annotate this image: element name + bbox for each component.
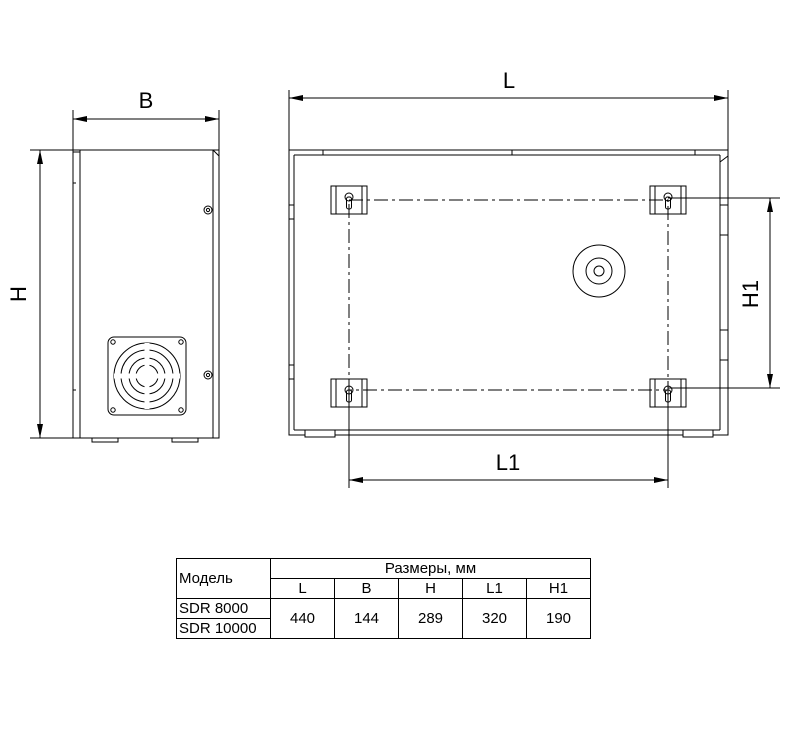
column-header-l: L	[270, 578, 335, 599]
back-foot-right	[682, 429, 714, 438]
column-header-h1: H1	[526, 578, 591, 599]
side-view	[72, 149, 220, 443]
technical-drawing: B H	[6, 68, 780, 488]
back-foot-left	[304, 429, 336, 438]
model-sdr-8000: SDR 8000	[176, 598, 271, 619]
side-foot-left	[91, 437, 119, 443]
value-b: 144	[334, 598, 399, 639]
label-b: B	[139, 88, 154, 113]
value-l: 440	[270, 598, 335, 639]
column-header-h: H	[398, 578, 463, 599]
value-h1: 190	[526, 598, 591, 639]
dimensions-group-header: Размеры, мм	[270, 558, 591, 579]
screw-icon	[203, 370, 213, 380]
keyhole-bracket-icon	[330, 378, 368, 408]
label-l1: L1	[496, 450, 520, 475]
model-sdr-10000: SDR 10000	[176, 618, 271, 639]
dimension-l1	[348, 390, 669, 488]
label-l: L	[503, 68, 515, 93]
dimension-l	[288, 90, 729, 150]
side-foot-right	[171, 437, 199, 443]
column-header-l1: L1	[462, 578, 527, 599]
dimension-b	[72, 110, 220, 150]
label-h: H	[6, 286, 31, 302]
dimension-h	[30, 149, 80, 439]
fan-grille-icon	[107, 336, 187, 416]
value-l1: 320	[462, 598, 527, 639]
model-header: Модель	[176, 558, 271, 599]
dimension-h1	[668, 197, 780, 389]
keyhole-bracket-icon	[330, 185, 368, 215]
label-h1: H1	[738, 280, 763, 308]
value-h: 289	[398, 598, 463, 639]
back-view	[288, 149, 729, 438]
cable-gland-icon	[572, 244, 626, 298]
column-header-b: B	[334, 578, 399, 599]
screw-icon	[203, 205, 213, 215]
keyhole-bracket-icon	[649, 185, 687, 215]
dimensions-table: Модель Размеры, мм L B H L1 H1 SDR 8000 …	[176, 558, 591, 639]
